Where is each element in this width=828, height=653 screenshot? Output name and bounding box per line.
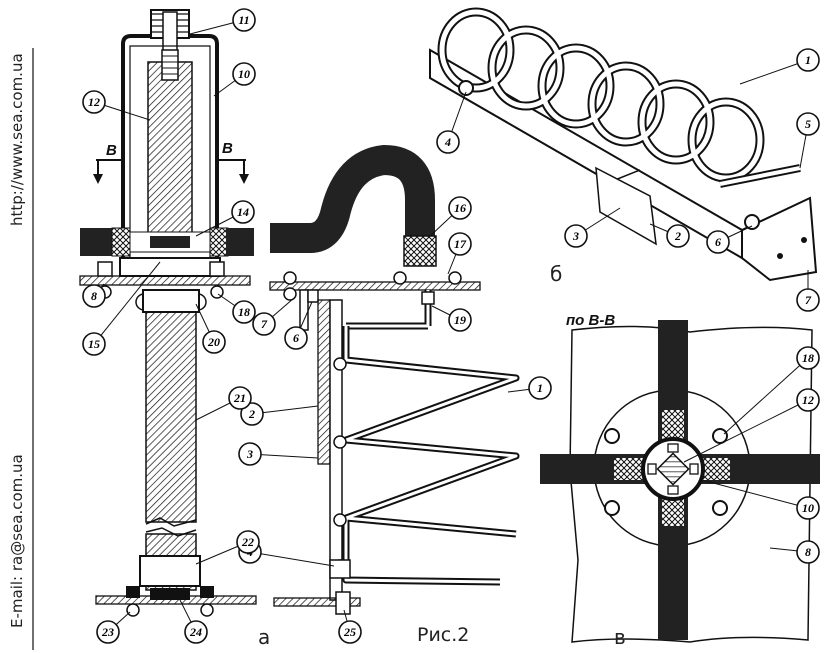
callout-circle-a-24 <box>184 620 208 644</box>
callout-circle-a-8 <box>82 284 106 308</box>
callout-circle-a-1 <box>528 376 552 400</box>
panel-b-helix-isometric <box>429 7 818 282</box>
callout-number-v-10: 10 <box>802 501 814 515</box>
callout-number-a-15: 15 <box>88 337 100 351</box>
callout-circle-a-21 <box>228 386 252 410</box>
callout-number-v-8: 8 <box>805 545 811 559</box>
callout-circle-a-3 <box>238 442 262 466</box>
callout-circle-a-19 <box>448 308 472 332</box>
callout-circle-b-1 <box>796 48 820 72</box>
website-url[interactable]: http://www.sea.com.ua <box>8 53 26 226</box>
callout-circle-a-11 <box>232 8 256 32</box>
callout-circle-a-18 <box>232 300 256 324</box>
callout-number-a-23: 23 <box>101 625 114 639</box>
callout-circle-b-2 <box>666 224 690 248</box>
panel-a-assembly <box>79 9 257 617</box>
cut-mark-left: В <box>106 142 117 159</box>
callout-number-a-6: 6 <box>293 331 299 345</box>
callout-circle-v-12 <box>796 388 820 412</box>
callout-number-a-24: 24 <box>189 625 202 639</box>
callout-number-a-2: 2 <box>248 407 255 421</box>
subfigure-label-v: в <box>614 625 626 649</box>
callout-number-b-5: 5 <box>805 117 811 131</box>
callout-circle-a-16 <box>448 196 472 220</box>
callout-circle-a-2 <box>240 402 264 426</box>
callout-circle-b-4 <box>436 130 460 154</box>
callout-circle-a-20 <box>202 330 226 354</box>
callout-circle-a-14 <box>231 200 255 224</box>
callout-circle-a-10 <box>232 62 256 86</box>
callout-circle-b-7 <box>796 288 820 312</box>
callout-number-a-1: 1 <box>537 381 543 395</box>
callout-number-a-11: 11 <box>238 13 249 27</box>
callout-number-a-10: 10 <box>238 67 250 81</box>
callout-circle-a-23 <box>96 620 120 644</box>
callout-circle-a-6 <box>284 326 308 350</box>
callout-number-a-17: 17 <box>454 237 467 251</box>
callout-circle-a-7 <box>252 312 276 336</box>
callout-number-v-18: 18 <box>802 351 814 365</box>
callout-number-a-16: 16 <box>454 201 466 215</box>
callout-circle-b-6 <box>706 230 730 254</box>
callout-number-a-20: 20 <box>207 335 220 349</box>
callout-number-a-19: 19 <box>454 313 466 327</box>
callout-number-b-4: 4 <box>444 135 451 149</box>
callout-number-a-21: 21 <box>233 391 246 405</box>
callout-circle-a-15 <box>82 332 106 356</box>
callout-circle-v-10 <box>796 496 820 520</box>
panel-a-helix-side <box>269 144 520 615</box>
callout-number-a-7: 7 <box>261 317 268 331</box>
callout-number-a-3: 3 <box>246 447 253 461</box>
panel-v-section <box>540 320 820 643</box>
callouts: 1234678101112141516171819202122232425123… <box>82 8 820 644</box>
callout-number-b-7: 7 <box>805 293 812 307</box>
callout-number-b-3: 3 <box>572 229 579 243</box>
callout-circle-b-3 <box>564 224 588 248</box>
subfigure-label-a: а <box>258 625 271 649</box>
cut-mark-right: В <box>222 140 233 157</box>
callout-circle-v-8 <box>796 540 820 564</box>
callout-number-b-6: 6 <box>715 235 721 249</box>
figure-caption: Рис.2 <box>417 624 470 646</box>
callout-number-a-25: 25 <box>343 625 356 639</box>
subfigure-label-b: б <box>550 262 563 286</box>
callout-circle-a-22 <box>236 530 260 554</box>
callout-number-a-14: 14 <box>237 205 249 219</box>
callout-circle-a-25 <box>338 620 362 644</box>
callout-circle-v-18 <box>796 346 820 370</box>
callout-number-b-1: 1 <box>805 53 811 67</box>
section-label: по В-В <box>566 312 616 329</box>
callout-number-a-18: 18 <box>238 305 250 319</box>
callout-number-a-12: 12 <box>88 95 100 109</box>
callout-circle-b-5 <box>796 112 820 136</box>
callout-circle-a-17 <box>448 232 472 256</box>
callout-number-a-22: 22 <box>241 535 254 549</box>
callout-circle-a-12 <box>82 90 106 114</box>
callout-number-b-2: 2 <box>674 229 681 243</box>
callout-number-a-8: 8 <box>91 289 97 303</box>
callout-number-v-12: 12 <box>802 393 814 407</box>
email-address[interactable]: E-mail: ra@sea.com.ua <box>8 454 26 628</box>
